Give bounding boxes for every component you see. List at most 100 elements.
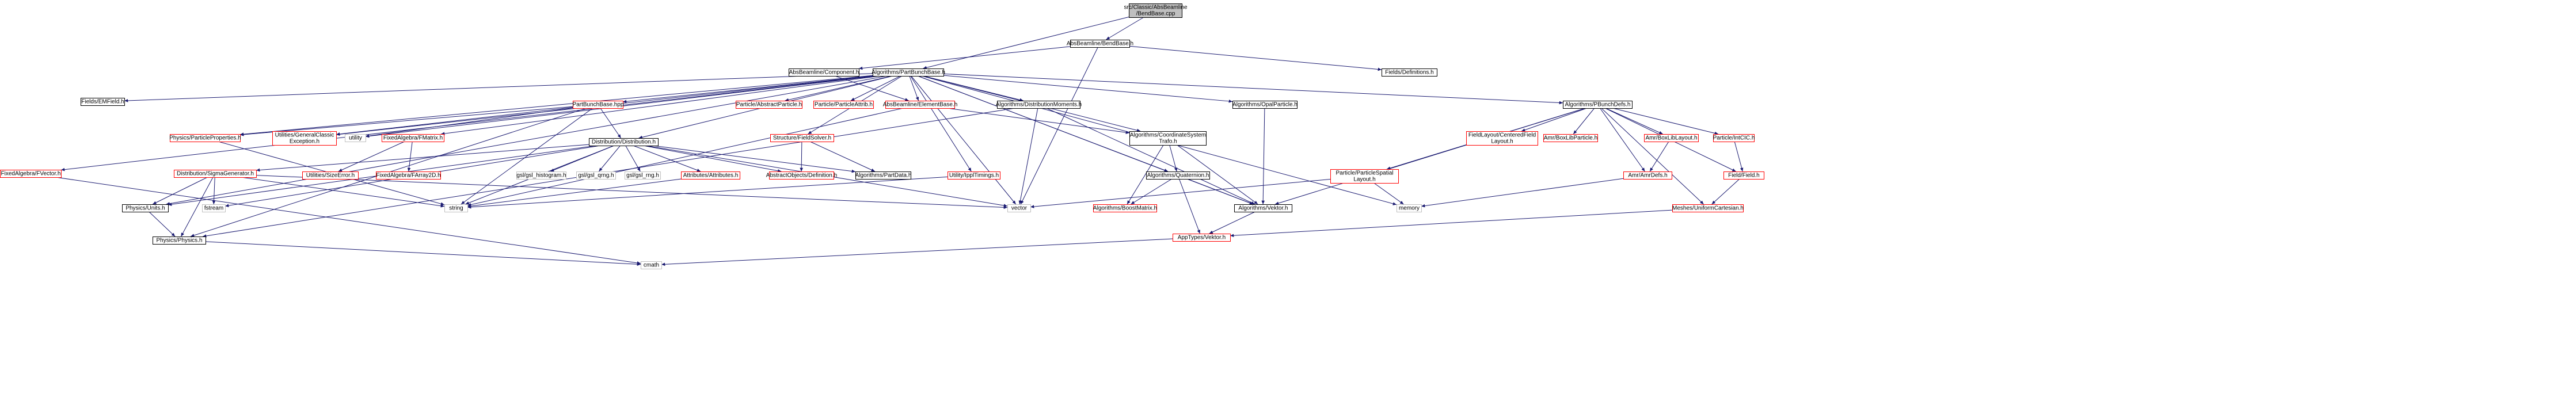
node-distribution_h[interactable]: Distribution/Distribution.h [589,138,659,146]
edge-attributes_h-to-string [467,178,682,208]
node-boxlibparticle_h[interactable]: Amr/BoxLibParticle.h [1543,134,1598,142]
node-box [1173,234,1231,242]
node-sigmagenerator_h[interactable]: Distribution/SigmaGenerator.h [174,170,257,178]
node-partbunchbase_hpp[interactable]: PartBunchBase.hpp [573,101,624,109]
node-particleattrib_h[interactable]: Particle/ParticleAttrib.h [813,101,874,109]
node-label: Structure/FieldSolver.h [773,135,831,142]
edge-intcic_h-to-field_h [1734,141,1744,172]
edge-ipptimings_h-to-string [467,176,948,209]
node-label: Algorithms/PBunchDefs.h [1565,102,1631,108]
node-physics_units_h[interactable]: Physics/Units.h [122,204,169,212]
edge-partbunchbase_hpp-to-utility [365,107,573,138]
node-label: Fields/EMField.h [81,99,124,105]
node-boostmatrix_h[interactable]: Algorithms/BoostMatrix.h [1093,204,1157,212]
node-label: FixedAlgebra/FArray2D.h [376,173,440,179]
node-box [382,134,444,142]
node-vektor_alg_h[interactable]: Algorithms/Vektor.h [1234,204,1292,212]
node-distmoments_h[interactable]: Algorithms/DistributionMoments.h [996,101,1082,109]
edge-coordsystrafo_h-to-boostmatrix_h [1127,144,1164,205]
node-uniformcartesian_h[interactable]: Meshes/UniformCartesian.h [1672,204,1744,212]
node-box [681,171,740,180]
node-label: Physics/Physics.h [156,238,202,244]
node-box [376,171,441,180]
edge-pbunchdefs_h-to-boxliblayout_h [1605,108,1663,135]
edge-apptypes_vektor_h-to-cmath [661,238,1173,266]
node-label: Physics/ParticleProperties.h [169,135,241,142]
edge-fmatrix_h-to-farray2d_h [407,141,413,172]
edge-vektor_alg_h-to-apptypes_vektor_h [1209,211,1255,234]
node-bendbase_cpp[interactable]: src/Classic/AbsBeamline/BendBase.cpp [1124,3,1188,18]
node-fvector_h[interactable]: FixedAlgebra/FVector.h [0,170,62,178]
node-label: AbsBeamline/Component.h [789,70,859,76]
node-partbunchbase_h[interactable]: Algorithms/PartBunchBase.h [872,68,945,77]
node-box [855,171,911,180]
node-label: Algorithms/PartBunchBase.h [872,70,945,76]
node-bendbase_h[interactable]: AbsBeamline/BendBase.h [1067,40,1133,48]
node-box [1723,171,1764,180]
node-fstream: fstream [202,204,226,212]
node-emfield_h[interactable]: Fields/EMField.h [81,98,125,106]
node-fmatrix_h[interactable]: FixedAlgebra/FMatrix.h [382,134,444,142]
edge-partbunchbase_hpp-to-distribution_h [600,108,621,139]
node-amrdefs_h[interactable]: Amr/AmrDefs.h [1623,171,1672,180]
node-label: Algorithms/BoostMatrix.h [1093,205,1157,212]
node-field_h[interactable]: Field/Field.h [1723,171,1764,180]
edge-sigmagenerator_h-to-physics_physics_h [181,177,214,237]
node-fieldsolver_h[interactable]: Structure/FieldSolver.h [770,134,834,142]
edge-boxliblayout_h-to-amrdefs_h [1649,141,1669,172]
edge-distribution_h-to-gsl_qrng_h [598,145,621,172]
node-abstractparticle_h[interactable]: Particle/AbstractParticle.h [736,101,802,109]
node-label: cmath [644,262,659,269]
node-physics_physics_h[interactable]: Physics/Physics.h [153,236,206,245]
edge-quaternion_h-to-vektor_alg_h [1187,178,1254,205]
node-label: Layout.h [1353,177,1375,183]
node-label: AppTypes/Vektor.h [1178,235,1226,241]
node-quaternion_h[interactable]: Algorithms/Quaternion.h [1146,171,1210,180]
node-opalparticle_h[interactable]: Algorithms/OpalParticle.h [1232,101,1297,109]
edge-fmatrix_h-to-sizeerror_h [338,141,405,172]
node-label: Utility/IpplTimings.h [949,173,999,179]
node-box [444,204,468,212]
node-box [1623,171,1672,180]
node-label: FixedAlgebra/FVector.h [1,171,61,177]
node-definitions_h[interactable]: Fields/Definitions.h [1382,68,1437,77]
edge-sigmagenerator_h-to-fstream [212,177,216,205]
edge-partbunchbase_h-to-emfield_h [124,73,873,102]
node-label: Particle/ParticleAttrib.h [815,102,873,108]
node-abstractobjects_h[interactable]: AbstractObjects/Definition.h [766,171,837,180]
node-partdata_h[interactable]: Algorithms/PartData.h [855,171,912,180]
node-boxliblayout_h[interactable]: Amr/BoxLibLayout.h [1644,134,1699,142]
edge-distmoments_h-to-vektor_alg_h [1046,108,1255,205]
edge-coordsystrafo_h-to-quaternion_h [1169,144,1178,172]
node-farray2d_h[interactable]: FixedAlgebra/FArray2D.h [376,171,441,180]
node-elementbase_h[interactable]: AbsBeamline/ElementBase.h [883,101,958,109]
edge-partbunchbase_h-to-particleattrib_h [850,75,901,101]
node-box [736,101,802,109]
edge-elementbase_h-to-coordsystrafo_h [947,108,1130,134]
node-apptypes_vektor_h[interactable]: AppTypes/Vektor.h [1173,234,1231,242]
node-box [625,171,661,180]
edge-partbunchbase_h-to-physics_units_h [166,75,888,205]
nodes-layer: src/Classic/AbsBeamline/BendBase.cppAbsB… [0,3,1764,269]
node-ipptimings_h[interactable]: Utility/IpplTimings.h [948,171,1000,180]
node-sizeerror_h[interactable]: Utilities/SizeError.h [302,171,359,180]
node-box [997,101,1080,109]
node-box [1093,204,1157,212]
node-cmath: cmath [641,261,662,269]
node-label: FieldLayout/CenteredField [1468,132,1536,139]
edge-uniformcartesian_h-to-apptypes_vektor_h [1230,209,1673,238]
node-attributes_h[interactable]: Attributes/Attributes.h [681,171,740,180]
node-particleproperties_h[interactable]: Physics/ParticleProperties.h [169,134,241,142]
edge-bendbase_h-to-definitions_h [1129,45,1382,71]
node-pbunchdefs_h[interactable]: Algorithms/PBunchDefs.h [1563,101,1633,109]
node-intcic_h[interactable]: Particle/IntCIC.h [1713,134,1755,142]
node-component_h[interactable]: AbsBeamline/Component.h [789,68,859,77]
node-box [641,261,662,269]
node-box [576,171,616,180]
node-label: Attributes/Attributes.h [683,173,739,179]
edge-quaternion_h-to-apptypes_vektor_h [1179,178,1200,234]
